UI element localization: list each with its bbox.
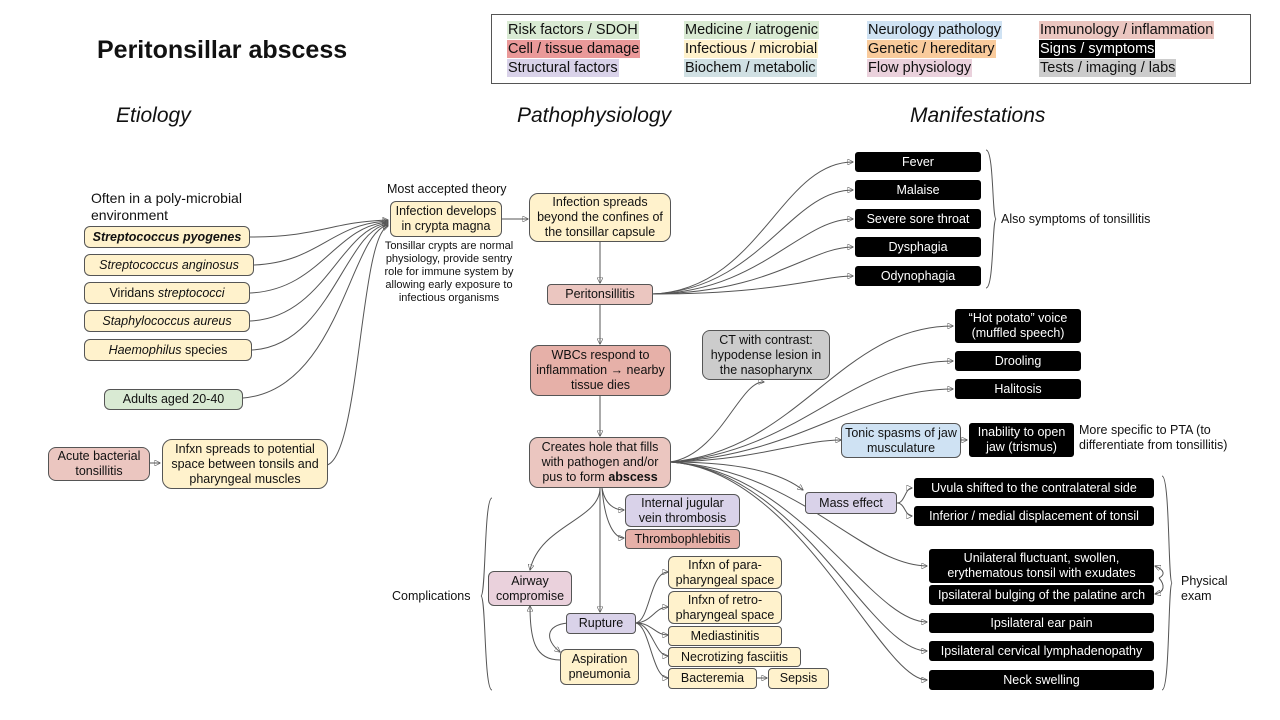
legend-immuno: Immunology / inflammation <box>1039 21 1215 39</box>
sign-malaise[interactable]: Malaise <box>855 180 981 200</box>
legend-flow: Flow physiology <box>867 59 973 77</box>
viridans-text: Viridans <box>109 285 158 300</box>
legend-cell: Cell / tissue damage <box>507 40 641 58</box>
legend-signs: Signs / symptoms <box>1039 40 1156 58</box>
legend-genetic: Genetic / hereditary <box>867 40 996 58</box>
node-internal-jugular-thrombosis[interactable]: Internal jugular vein thrombosis <box>625 494 740 527</box>
sign-palatine-arch-bulging[interactable]: Ipsilateral bulging of the palatine arch <box>929 585 1154 605</box>
node-sepsis[interactable]: Sepsis <box>768 668 829 689</box>
species-text: species <box>181 342 228 357</box>
sign-severe-sore-throat[interactable]: Severe sore throat <box>855 209 981 229</box>
tonsillar-crypts-note: Tonsillar crypts are normal physiology, … <box>384 240 514 304</box>
streptococci-text: streptococci <box>157 285 225 300</box>
node-creates-abscess[interactable]: Creates hole that fills with pathogen an… <box>529 437 671 488</box>
node-staphylococcus-aureus[interactable]: Staphylococcus aureus <box>84 310 250 332</box>
legend-risk: Risk factors / SDOH <box>507 21 639 39</box>
node-haemophilus-species[interactable]: Haemophilus species <box>84 339 252 361</box>
node-peritonsillitis[interactable]: Peritonsillitis <box>547 284 653 305</box>
sign-hot-potato-voice[interactable]: “Hot potato” voice (muffled speech) <box>955 309 1081 343</box>
column-pathophysiology: Pathophysiology <box>517 104 672 127</box>
node-crypta-magna[interactable]: Infection develops in crypta magna <box>390 201 502 237</box>
node-viridans-streptococci[interactable]: Viridans streptococci <box>84 282 250 304</box>
node-parapharyngeal-space[interactable]: Infxn of para-pharyngeal space <box>668 556 782 589</box>
node-rupture[interactable]: Rupture <box>566 613 636 634</box>
node-wbcs-respond[interactable]: WBCs respond to inflammation → nearby ti… <box>530 345 671 396</box>
node-airway-compromise[interactable]: Airway compromise <box>488 571 572 606</box>
trismus-specificity-note: More specific to PTA (to differentiate f… <box>1079 423 1228 452</box>
node-infection-spreads-capsule[interactable]: Infection spreads beyond the confines of… <box>529 193 671 242</box>
node-streptococcus-pyogenes[interactable]: Streptococcus pyogenes <box>84 226 250 248</box>
node-ct-with-contrast[interactable]: CT with contrast: hypodense lesion in th… <box>702 330 830 380</box>
sign-fever[interactable]: Fever <box>855 152 981 172</box>
page-title: Peritonsillar abscess <box>97 36 348 64</box>
sign-neck-swelling[interactable]: Neck swelling <box>929 670 1154 690</box>
abscess-bold: abscess <box>608 470 658 484</box>
haemophilus-text: Haemophilus <box>108 342 182 357</box>
legend-tests: Tests / imaging / labs <box>1039 59 1177 77</box>
complications-label: Complications <box>392 589 471 603</box>
node-acute-bacterial-tonsillitis[interactable]: Acute bacterial tonsillitis <box>48 447 150 481</box>
legend-medicine: Medicine / iatrogenic <box>684 21 819 39</box>
tonsillitis-symptoms-note: Also symptoms of tonsillitis <box>1001 212 1151 226</box>
node-mediastinitis[interactable]: Mediastinitis <box>668 626 782 646</box>
sign-trismus[interactable]: Inability to open jaw (trismus) <box>969 423 1074 457</box>
sign-dysphagia[interactable]: Dysphagia <box>855 237 981 257</box>
abscess-description: Creates hole that fills with pathogen an… <box>541 440 659 484</box>
sign-fluctuant-tonsil[interactable]: Unilateral fluctuant, swollen, erythemat… <box>929 549 1154 583</box>
sign-uvula-shifted[interactable]: Uvula shifted to the contralateral side <box>914 478 1154 498</box>
node-streptococcus-anginosus[interactable]: Streptococcus anginosus <box>84 254 254 276</box>
node-thrombophlebitis[interactable]: Thrombophlebitis <box>625 529 740 549</box>
column-etiology: Etiology <box>116 104 191 127</box>
physical-exam-note: Physical exam <box>1181 574 1228 603</box>
sign-inferior-medial-displacement[interactable]: Inferior / medial displacement of tonsil <box>914 506 1154 526</box>
sign-drooling[interactable]: Drooling <box>955 351 1081 371</box>
node-adults-aged[interactable]: Adults aged 20-40 <box>104 389 243 410</box>
legend-infectious: Infectious / microbial <box>684 40 819 58</box>
sign-halitosis[interactable]: Halitosis <box>955 379 1081 399</box>
abscess-text: Creates hole that fills with pathogen an… <box>533 440 667 485</box>
sign-odynophagia[interactable]: Odynophagia <box>855 266 981 286</box>
node-infxn-spreads-potential-space[interactable]: Infxn spreads to potential space between… <box>162 439 328 489</box>
legend-biochem: Biochem / metabolic <box>684 59 817 77</box>
most-accepted-theory-label: Most accepted theory <box>387 182 507 196</box>
node-retropharyngeal-space[interactable]: Infxn of retro-pharyngeal space <box>668 591 782 624</box>
sign-cervical-lymphadenopathy[interactable]: Ipsilateral cervical lymphadenopathy <box>929 641 1154 661</box>
sign-ipsilateral-ear-pain[interactable]: Ipsilateral ear pain <box>929 613 1154 633</box>
node-tonic-spasms[interactable]: Tonic spasms of jaw musculature <box>841 423 961 458</box>
legend: Risk factors / SDOH Medicine / iatrogeni… <box>491 14 1251 84</box>
node-aspiration-pneumonia[interactable]: Aspiration pneumonia <box>560 649 639 685</box>
legend-neuro: Neurology pathology <box>867 21 1003 39</box>
node-necrotizing-fasciitis[interactable]: Necrotizing fasciitis <box>668 647 801 667</box>
node-mass-effect[interactable]: Mass effect <box>805 492 897 514</box>
node-bacteremia[interactable]: Bacteremia <box>668 668 757 689</box>
column-manifestations: Manifestations <box>910 104 1046 127</box>
polymicrobial-note: Often in a poly-microbial environment <box>91 190 242 223</box>
legend-structural: Structural factors <box>507 59 619 77</box>
